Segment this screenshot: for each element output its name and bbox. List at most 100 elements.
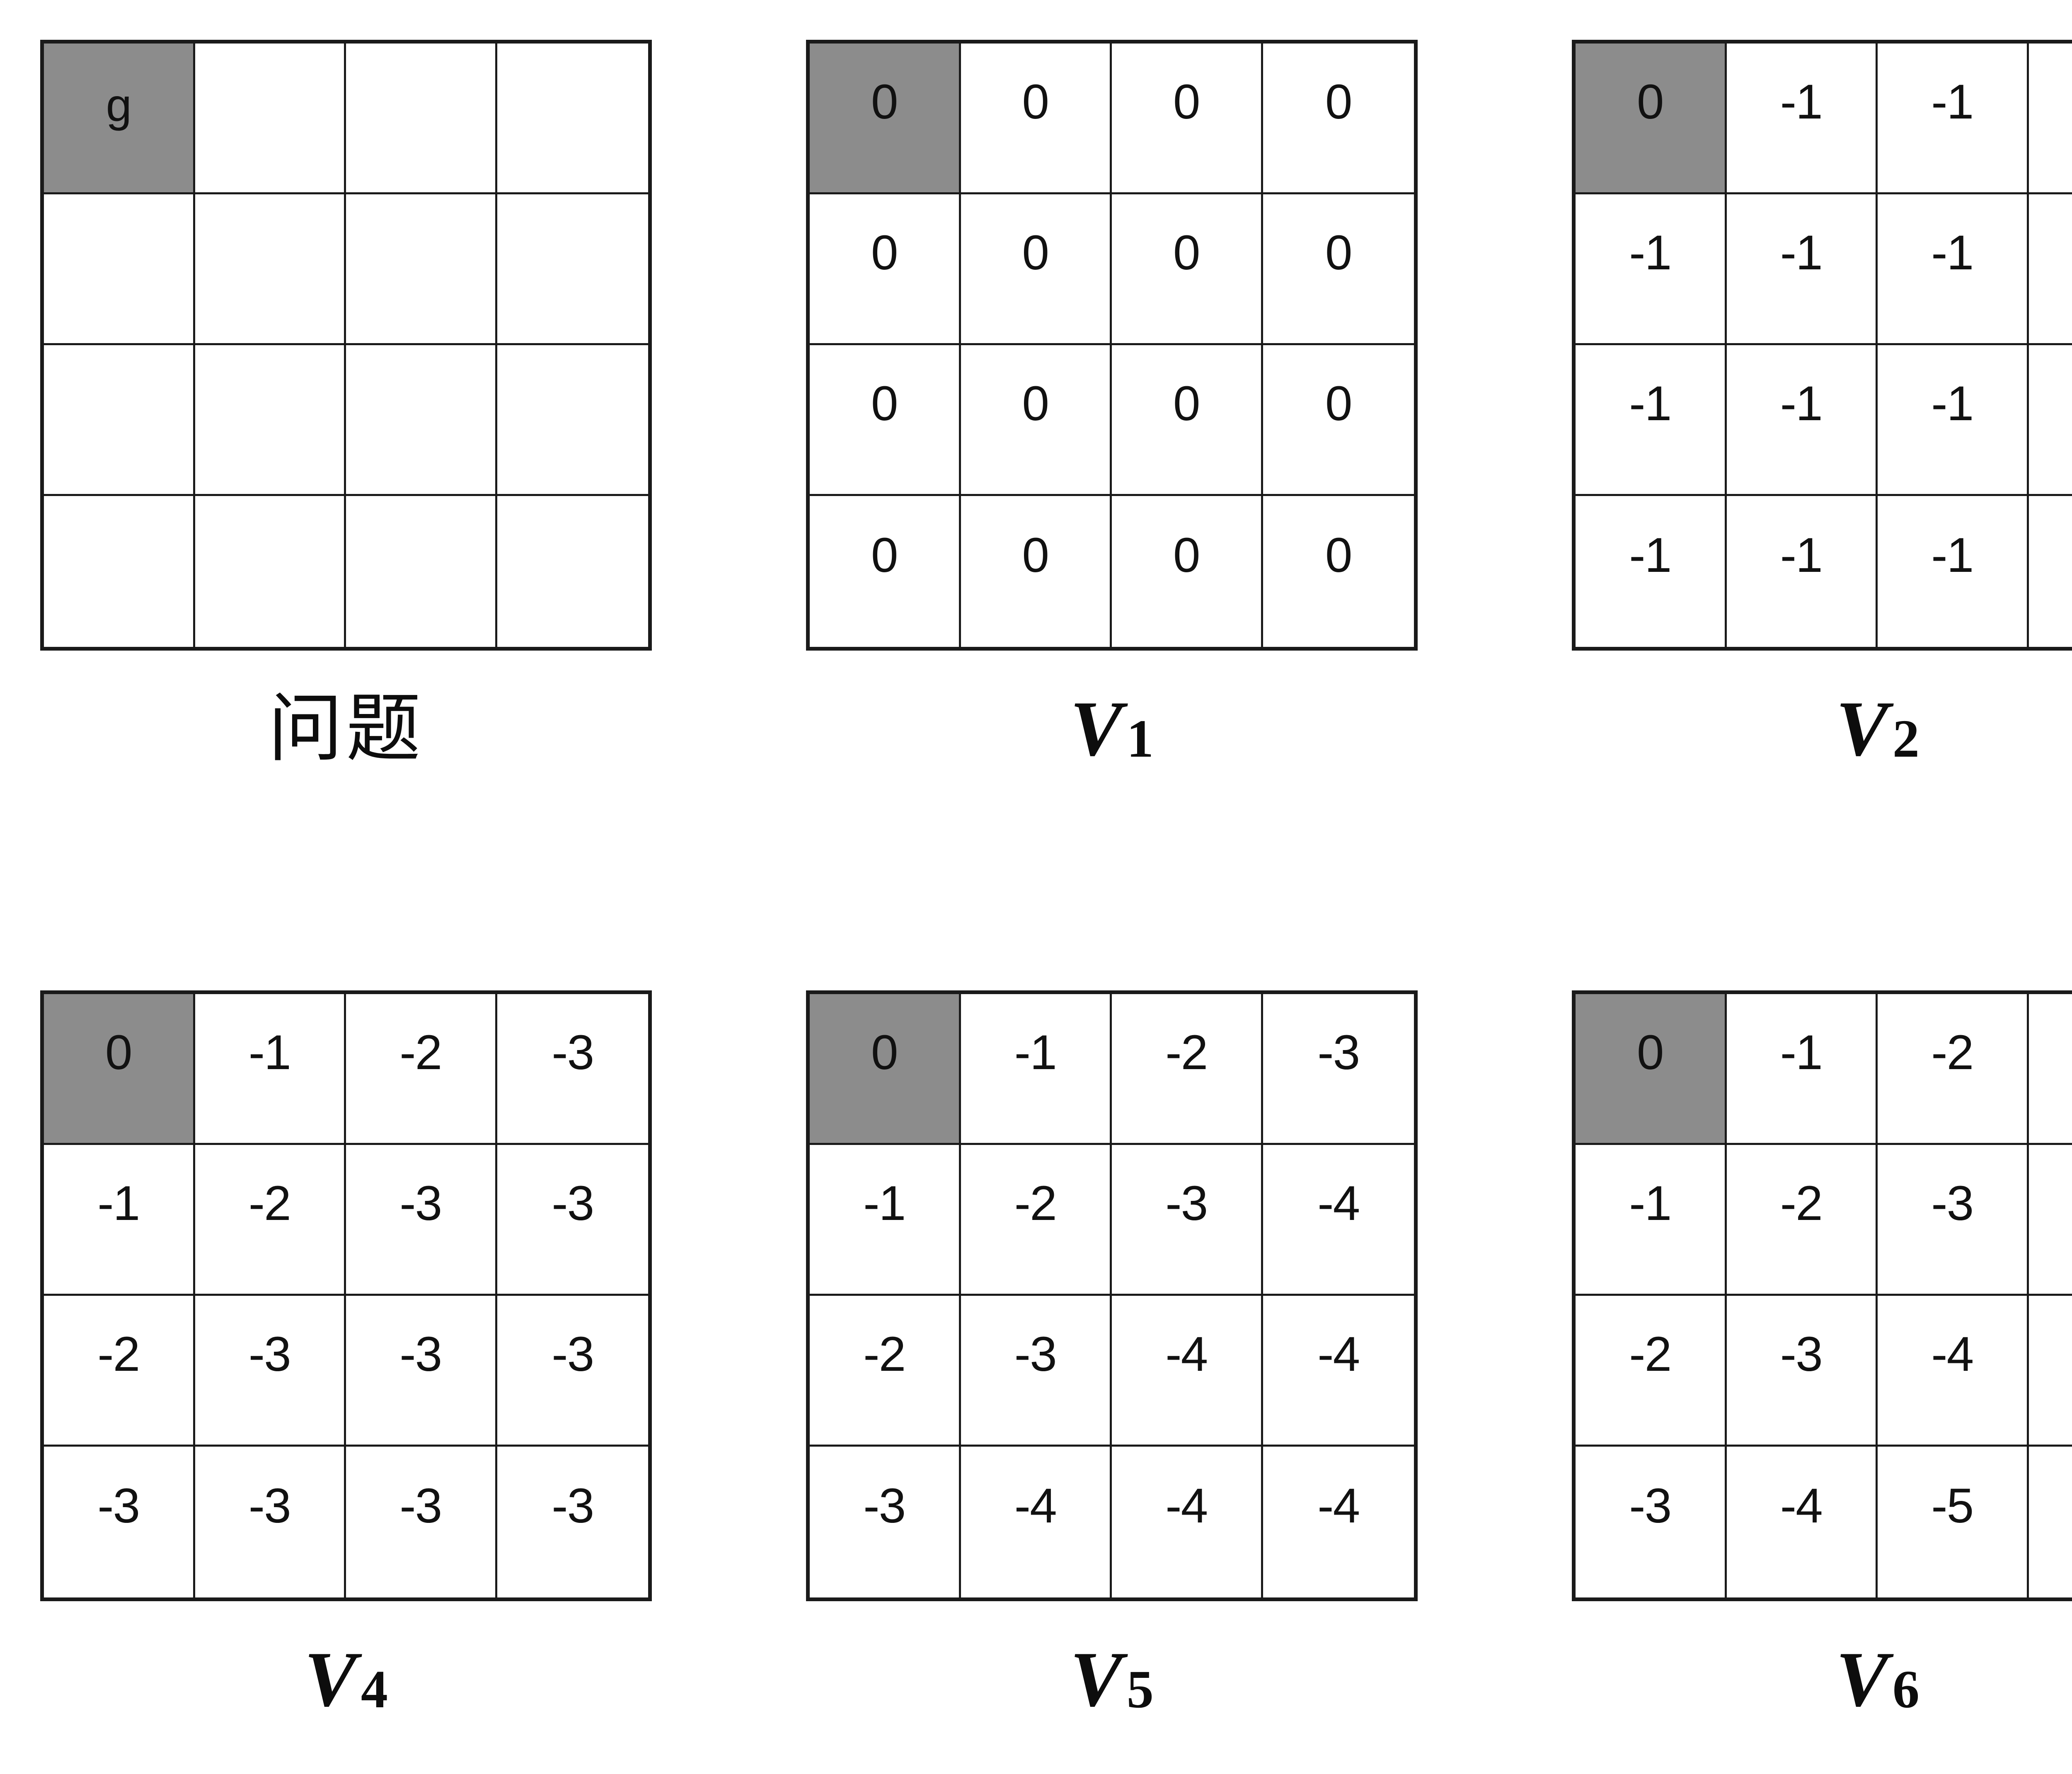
grid-panel-v6: 0-1-2-3-1-2-3-4-2-3-4-5-3-4-5-5V6 bbox=[1572, 990, 2072, 1731]
grid-cell-problem-r1c2 bbox=[195, 44, 346, 194]
grid-cell-v2-r1c3: -1 bbox=[1878, 44, 2029, 194]
grid-cell-v4-r1c4: -3 bbox=[497, 994, 648, 1145]
grid-cell-v4-r2c1: -1 bbox=[44, 1145, 195, 1296]
grid-cell-problem-r4c1 bbox=[44, 496, 195, 647]
grid-cell-problem-r3c2 bbox=[195, 345, 346, 496]
grid-cell-v4-r1c3: -2 bbox=[346, 994, 497, 1145]
grid-caption-v4: V4 bbox=[40, 1628, 652, 1731]
grid-cell-v2-r3c4: -1 bbox=[2028, 345, 2072, 496]
grid-cell-v1-r2c3: 0 bbox=[1112, 194, 1263, 345]
grid-panel-problem: g 问题 bbox=[40, 40, 654, 781]
grid-cell-problem-r3c1 bbox=[44, 345, 195, 496]
grid-cell-problem-r4c2 bbox=[195, 496, 346, 647]
caption-symbol-v1: V bbox=[1070, 685, 1123, 772]
grid-cell-problem-r3c3 bbox=[346, 345, 497, 496]
grid-cell-v4-r3c2: -3 bbox=[195, 1296, 346, 1447]
grid-cell-v2-r4c4: -1 bbox=[2028, 496, 2072, 647]
value-grid-v2: 0-1-1-1-1-1-1-1-1-1-1-1-1-1-1-1 bbox=[1572, 40, 2072, 651]
grid-caption-v2: V2 bbox=[1572, 677, 2072, 781]
grid-cell-problem-r1c4 bbox=[497, 44, 648, 194]
grid-cell-v6-r4c1: -3 bbox=[1576, 1447, 1727, 1597]
grid-cell-v5-r4c3: -4 bbox=[1112, 1447, 1263, 1597]
value-grid-v5: 0-1-2-3-1-2-3-4-2-3-4-4-3-4-4-4 bbox=[806, 990, 1418, 1601]
grid-cell-v2-r4c1: -1 bbox=[1576, 496, 1727, 647]
caption-subscript-v2: 2 bbox=[1892, 709, 1920, 769]
grid-cell-v2-r4c3: -1 bbox=[1878, 496, 2029, 647]
grid-cell-v6-r2c1: -1 bbox=[1576, 1145, 1727, 1296]
grid-cell-v4-r1c1: 0 bbox=[44, 994, 195, 1145]
grid-cell-v5-r2c2: -2 bbox=[961, 1145, 1112, 1296]
grid-cell-v5-r3c3: -4 bbox=[1112, 1296, 1263, 1447]
grid-cell-v1-r1c2: 0 bbox=[961, 44, 1112, 194]
caption-subscript-v6: 6 bbox=[1892, 1660, 1920, 1720]
value-grid-problem: g bbox=[40, 40, 652, 651]
caption-symbol-v6: V bbox=[1836, 1636, 1888, 1723]
caption-symbol-v5: V bbox=[1070, 1636, 1123, 1723]
grid-cell-v2-r1c2: -1 bbox=[1726, 44, 1878, 194]
caption-text-problem: 问题 bbox=[268, 685, 424, 772]
grid-cell-v6-r1c3: -2 bbox=[1878, 994, 2029, 1145]
grid-cell-v2-r4c2: -1 bbox=[1726, 496, 1878, 647]
grid-cell-problem-r1c3 bbox=[346, 44, 497, 194]
grid-cell-v1-r3c4: 0 bbox=[1263, 345, 1414, 496]
grid-cell-v5-r2c3: -3 bbox=[1112, 1145, 1263, 1296]
grid-cell-v2-r1c1: 0 bbox=[1576, 44, 1727, 194]
grid-panel-v2: 0-1-1-1-1-1-1-1-1-1-1-1-1-1-1-1V2 bbox=[1572, 40, 2072, 781]
grid-cell-v4-r4c3: -3 bbox=[346, 1447, 497, 1597]
grid-cell-v1-r1c1: 0 bbox=[810, 44, 961, 194]
grid-cell-v2-r3c2: -1 bbox=[1726, 345, 1878, 496]
grid-cell-v4-r2c2: -2 bbox=[195, 1145, 346, 1296]
caption-subscript-v5: 5 bbox=[1126, 1660, 1154, 1720]
grid-cell-v6-r4c2: -4 bbox=[1726, 1447, 1878, 1597]
grid-cell-v5-r1c3: -2 bbox=[1112, 994, 1263, 1145]
caption-symbol-v4: V bbox=[304, 1636, 357, 1723]
grid-cell-v6-r2c2: -2 bbox=[1726, 1145, 1878, 1296]
grid-cell-v1-r2c4: 0 bbox=[1263, 194, 1414, 345]
grid-cell-v2-r1c4: -1 bbox=[2028, 44, 2072, 194]
caption-subscript-v4: 4 bbox=[361, 1660, 388, 1720]
caption-symbol-v2: V bbox=[1836, 685, 1888, 772]
grid-cell-v1-r3c3: 0 bbox=[1112, 345, 1263, 496]
grid-cell-v2-r3c3: -1 bbox=[1878, 345, 2029, 496]
grid-cell-v5-r1c2: -1 bbox=[961, 994, 1112, 1145]
grid-cell-problem-r2c3 bbox=[346, 194, 497, 345]
grid-cell-v6-r2c3: -3 bbox=[1878, 1145, 2029, 1296]
grid-cell-v5-r4c4: -4 bbox=[1263, 1447, 1414, 1597]
grid-cell-v5-r1c1: 0 bbox=[810, 994, 961, 1145]
grid-cell-v4-r4c1: -3 bbox=[44, 1447, 195, 1597]
grid-cell-v6-r1c2: -1 bbox=[1726, 994, 1878, 1145]
grid-cell-v4-r1c2: -1 bbox=[195, 994, 346, 1145]
grid-cell-v5-r3c4: -4 bbox=[1263, 1296, 1414, 1447]
grid-cell-v5-r1c4: -3 bbox=[1263, 994, 1414, 1145]
grid-caption-problem: 问题 bbox=[40, 677, 652, 781]
grid-cell-v6-r4c3: -5 bbox=[1878, 1447, 2029, 1597]
grid-cell-v6-r4c4: -5 bbox=[2028, 1447, 2072, 1597]
grid-cell-v1-r1c3: 0 bbox=[1112, 44, 1263, 194]
grid-cell-v5-r4c2: -4 bbox=[961, 1447, 1112, 1597]
value-grid-v4: 0-1-2-3-1-2-3-3-2-3-3-3-3-3-3-3 bbox=[40, 990, 652, 1601]
grid-cell-problem-r4c3 bbox=[346, 496, 497, 647]
grid-cell-v4-r4c2: -3 bbox=[195, 1447, 346, 1597]
grid-cell-v2-r2c4: -1 bbox=[2028, 194, 2072, 345]
grid-cell-v5-r3c2: -3 bbox=[961, 1296, 1112, 1447]
grid-cell-problem-r2c2 bbox=[195, 194, 346, 345]
grid-cell-v6-r3c3: -4 bbox=[1878, 1296, 2029, 1447]
grid-cell-v4-r4c4: -3 bbox=[497, 1447, 648, 1597]
grid-cell-problem-r2c4 bbox=[497, 194, 648, 345]
grid-cell-v1-r1c4: 0 bbox=[1263, 44, 1414, 194]
grid-cell-v4-r2c3: -3 bbox=[346, 1145, 497, 1296]
grid-cell-v5-r4c1: -3 bbox=[810, 1447, 961, 1597]
grid-cell-v1-r3c2: 0 bbox=[961, 345, 1112, 496]
grid-cell-v1-r3c1: 0 bbox=[810, 345, 961, 496]
grid-cell-v1-r2c1: 0 bbox=[810, 194, 961, 345]
grid-cell-v1-r4c2: 0 bbox=[961, 496, 1112, 647]
grid-caption-v6: V6 bbox=[1572, 1628, 2072, 1731]
grid-cell-v2-r3c1: -1 bbox=[1576, 345, 1727, 496]
grid-cell-v1-r4c4: 0 bbox=[1263, 496, 1414, 647]
grid-caption-v1: V1 bbox=[806, 677, 1418, 781]
grid-cell-v6-r3c1: -2 bbox=[1576, 1296, 1727, 1447]
